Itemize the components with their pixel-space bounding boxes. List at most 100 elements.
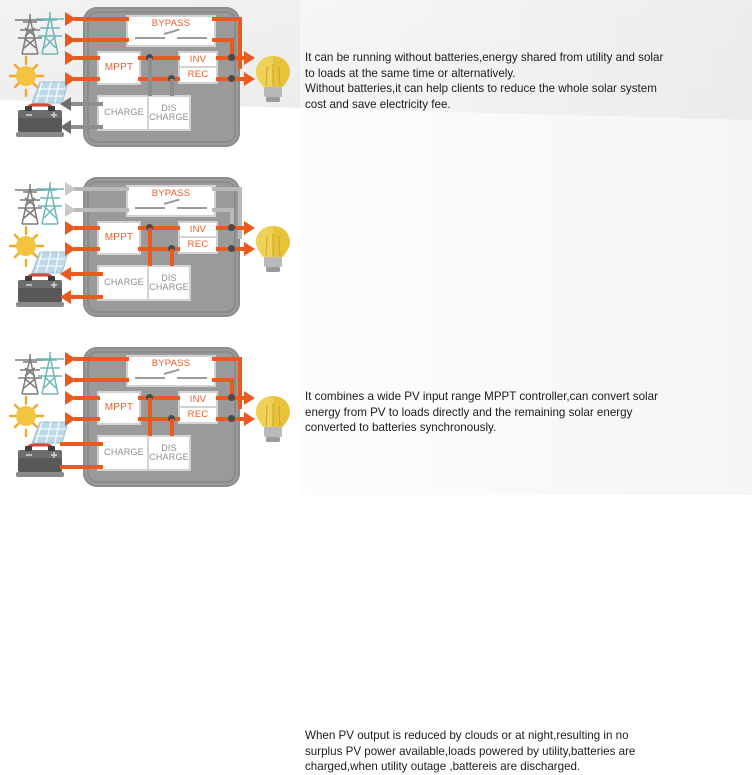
junction-dot: [146, 224, 153, 231]
scenario-row-3: BYPASS MPPT INV REC CHARGE DIS CHARGE: [0, 340, 752, 773]
bypass-out-drop: [238, 187, 242, 239]
junction-dot: [228, 75, 235, 82]
sun-solar-panel-icon: [8, 395, 69, 444]
scenario-row-1: BYPASS MPPT INV REC CHARGE DIS CHARGE: [0, 0, 752, 165]
junction-dot: [228, 54, 235, 61]
battery-arrow-top: [60, 267, 71, 281]
solar-wire-bottom: [74, 417, 100, 421]
bypass-block: BYPASS: [126, 355, 216, 387]
discharge-riser: [170, 249, 174, 266]
battery-icon: [16, 273, 64, 307]
mppt-to-inv: [138, 56, 180, 60]
grid-wire-top: [74, 357, 129, 361]
discharge-block: DIS CHARGE: [147, 95, 191, 131]
power-pylon-icon: [15, 352, 64, 395]
discharge-riser: [170, 419, 174, 436]
discharge-riser: [170, 79, 174, 96]
grid-arrow-top: [65, 182, 76, 196]
battery-wire-bottom: [71, 295, 103, 299]
discharge-block: DIS CHARGE: [147, 435, 191, 471]
battery-wire-top: [71, 102, 103, 106]
grid-wire-bottom: [74, 378, 129, 382]
solar-wire-top: [74, 56, 100, 60]
bypass-switch-icon: [135, 198, 207, 210]
light-bulb-icon: [256, 226, 290, 272]
charge-block: CHARGE: [97, 95, 151, 131]
battery-wire-bottom: [60, 465, 103, 469]
rec-block: REC: [178, 406, 218, 424]
solar-wire-top: [74, 226, 100, 230]
junction-dot: [228, 224, 235, 231]
load-arrow-bottom: [244, 72, 255, 86]
junction-dot: [168, 415, 175, 422]
bypass-switch-icon: [135, 28, 207, 40]
grid-arrow-top: [65, 352, 76, 366]
load-arrow-bottom: [244, 412, 255, 426]
inverter-enclosure: BYPASS MPPT INV REC CHARGE DIS CHARGE: [83, 347, 240, 487]
bypass-down: [230, 208, 234, 226]
inv-block: INV: [178, 51, 218, 69]
battery-arrow-top: [60, 97, 71, 111]
junction-dot: [168, 245, 175, 252]
rec-block: REC: [178, 236, 218, 254]
solar-arrow-top: [65, 391, 76, 405]
scenario-row-2: BYPASS MPPT INV REC CHARGE DIS CHARGE: [0, 170, 752, 434]
mppt-to-rec: [138, 417, 180, 421]
battery-arrow-bottom: [60, 290, 71, 304]
mppt-block: MPPT: [97, 51, 141, 85]
bypass-out-top: [212, 357, 242, 361]
bypass-out-drop: [238, 357, 242, 409]
sun-solar-panel-icon: [8, 225, 69, 274]
junction-dot: [228, 245, 235, 252]
grid-arrow-bottom: [65, 373, 76, 387]
inv-block: INV: [178, 391, 218, 409]
mppt-to-inv: [138, 396, 180, 400]
junction-dot: [146, 394, 153, 401]
grid-wire-bottom: [74, 38, 129, 42]
battery-wire-top: [71, 272, 103, 276]
junction-dot: [228, 415, 235, 422]
battery-icon: [16, 443, 64, 477]
charge-riser: [148, 398, 152, 436]
charge-block: CHARGE: [97, 435, 151, 471]
scenario-description-1: It can be running without batteries,ener…: [305, 51, 664, 111]
solar-wire-bottom: [74, 77, 100, 81]
grid-wire-bottom: [74, 208, 129, 212]
rec-block: REC: [178, 66, 218, 84]
mppt-block: MPPT: [97, 391, 141, 425]
load-arrow-top: [244, 391, 255, 405]
power-pylon-icon: [15, 182, 64, 225]
mppt-to-rec: [138, 247, 180, 251]
load-arrow-top: [244, 51, 255, 65]
solar-arrow-bottom: [65, 242, 76, 256]
junction-dot: [228, 394, 235, 401]
charge-riser: [148, 228, 152, 266]
battery-wire-bottom: [71, 125, 103, 129]
system-diagram-3: BYPASS MPPT INV REC CHARGE DIS CHARGE: [0, 340, 300, 500]
discharge-block: DIS CHARGE: [147, 265, 191, 301]
bypass-block: BYPASS: [126, 185, 216, 217]
bypass-out-bottom: [212, 378, 234, 382]
scenario-description-3: When PV output is reduced by clouds or a…: [305, 729, 636, 774]
system-diagram-1: BYPASS MPPT INV REC CHARGE DIS CHARGE: [0, 0, 300, 160]
light-bulb-icon: [256, 56, 290, 102]
load-arrow-bottom: [244, 242, 255, 256]
battery-wire-top: [60, 442, 103, 446]
mppt-to-inv: [138, 226, 180, 230]
charge-riser: [148, 58, 152, 96]
load-arrow-top: [244, 221, 255, 235]
bypass-out-top: [212, 187, 242, 191]
bypass-out-drop: [238, 17, 242, 69]
grid-wire-top: [74, 17, 129, 21]
bypass-block: BYPASS: [126, 15, 216, 47]
solar-arrow-bottom: [65, 412, 76, 426]
charge-block: CHARGE: [97, 265, 151, 301]
solar-wire-bottom: [74, 247, 100, 251]
battery-arrow-bottom: [60, 120, 71, 134]
power-pylon-icon: [15, 12, 64, 55]
grid-wire-top: [74, 187, 129, 191]
inv-block: INV: [178, 221, 218, 239]
solar-arrow-top: [65, 221, 76, 235]
system-diagram-2: BYPASS MPPT INV REC CHARGE DIS CHARGE: [0, 170, 300, 330]
bypass-switch-icon: [135, 368, 207, 380]
